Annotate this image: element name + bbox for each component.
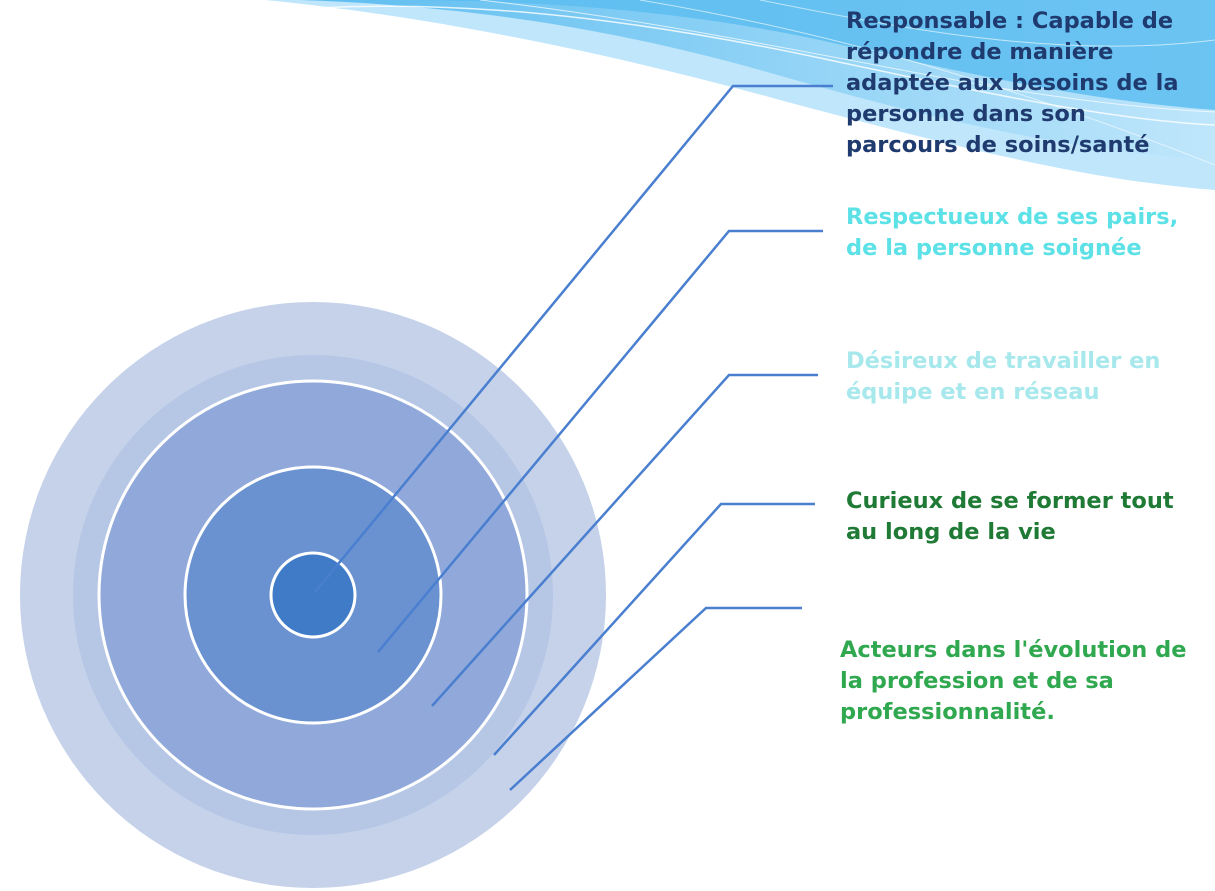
- wave-line-4: [759, 0, 1215, 47]
- connector-line-3: [431, 373, 818, 707]
- label-desireux: Désireux de travailler en équipe et en r…: [846, 348, 1161, 405]
- ring-core: [269, 551, 357, 639]
- wave-line-2: [479, 0, 1215, 113]
- label-acteurs: Acteurs dans l'évolution de la professio…: [840, 637, 1187, 725]
- label-curieux: Curieux de se former tout au long de la …: [846, 488, 1174, 545]
- connector-line-1: [314, 84, 833, 593]
- wave-line-3: [639, 0, 1215, 166]
- wave-front: [380, 0, 1215, 110]
- connector-line-5: [509, 606, 802, 791]
- wave-line-1: [259, 5, 1215, 126]
- label-respectueux: Respectueux de ses pairs, de la personne…: [846, 204, 1179, 261]
- connector-line-2: [377, 229, 823, 653]
- label-responsable: Responsable : Capable de répondre de man…: [846, 8, 1179, 158]
- connector-line-4: [493, 502, 815, 756]
